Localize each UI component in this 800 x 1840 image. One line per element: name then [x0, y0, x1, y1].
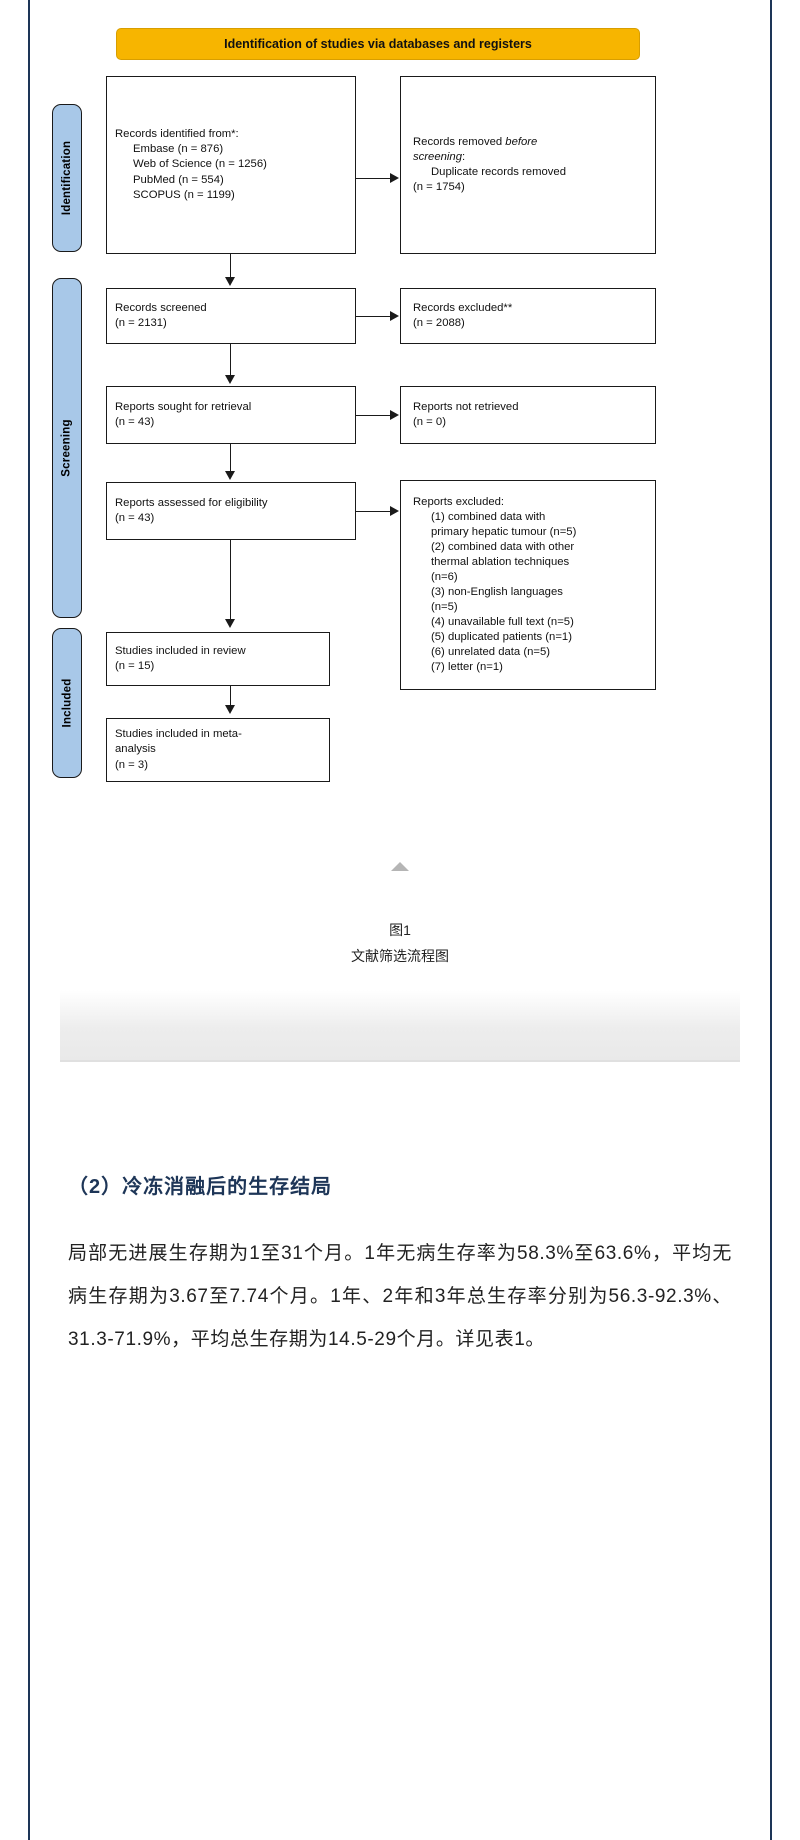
article-body: （2）冷冻消融后的生存结局 局部无进展生存期为1至31个月。1年无病生存率为58…	[30, 1100, 770, 1380]
connector-assessed-to-in-review	[230, 540, 232, 620]
connector-sought-to-assessed	[230, 444, 232, 472]
phase-rail-identification: Identification	[52, 104, 82, 252]
page-rule-right	[770, 0, 772, 1840]
records-removed-line-0: Duplicate records removed	[431, 166, 566, 178]
reports-excluded-reason-10: (7) letter (n=1)	[431, 661, 503, 674]
connector-identified-to-removed	[356, 178, 391, 180]
records-screened-count: (n = 2131)	[115, 317, 167, 329]
prisma-flow-diagram: Identification of studies via databases …	[30, 0, 770, 820]
figure-banner-title: Identification of studies via databases …	[116, 28, 640, 60]
phase-label-included: Included	[61, 678, 74, 728]
figure-caption-text: 文献筛选流程图	[351, 947, 449, 964]
reports-excluded-reason-6: (n=5)	[431, 601, 458, 614]
records-removed-title: Records removed before	[413, 135, 647, 150]
records-removed-line-1: (n = 1754)	[413, 181, 465, 194]
box-reports-assessed: Reports assessed for eligibility (n = 43…	[106, 482, 356, 540]
arrowhead-sought-to-not-retrieved	[390, 409, 399, 420]
box-records-removed: Records removed before screening: Duplic…	[400, 76, 656, 254]
prisma-flow-figure: Identification of studies via databases …	[30, 0, 770, 1062]
box-records-screened: Records screened (n = 2131)	[106, 288, 356, 344]
arrowhead-assessed-to-in-review	[225, 619, 235, 628]
banner-label: Identification of studies via databases …	[224, 37, 532, 51]
reports-sought-title: Reports sought for retrieval	[115, 400, 252, 413]
studies-in-review-title: Studies included in review	[115, 644, 246, 657]
studies-meta-title2: analysis	[115, 743, 156, 756]
reports-excluded-reason-0: (1) combined data with	[431, 511, 546, 524]
connector-screened-to-excluded	[356, 316, 391, 318]
records-identified-source-0: Embase (n = 876)	[133, 143, 224, 156]
reports-not-retrieved-title: Reports not retrieved	[413, 400, 519, 413]
connector-sought-to-not-retrieved	[356, 415, 391, 417]
reports-excluded-reason-4: (n=6)	[431, 571, 458, 584]
connector-review-to-meta	[230, 686, 232, 706]
reports-excluded-reason-2: (2) combined data with other	[431, 541, 575, 554]
phase-rail-screening: Screening	[52, 278, 82, 618]
reports-excluded-reason-3: thermal ablation techniques	[431, 556, 570, 569]
figure-fade-band	[60, 990, 740, 1060]
box-reports-sought: Reports sought for retrieval (n = 43)	[106, 386, 356, 444]
arrowhead-identified-to-screened	[225, 277, 235, 286]
connector-assessed-to-excluded	[356, 511, 391, 513]
studies-meta-title: Studies included in meta-	[115, 728, 242, 741]
arrowhead-screened-to-excluded	[390, 310, 399, 321]
reports-assessed-title: Reports assessed for eligibility	[115, 496, 268, 509]
records-identified-source-1: Web of Science (n = 1256)	[133, 158, 267, 171]
records-removed-title-line2: screening:	[413, 150, 647, 165]
article-paragraph: 局部无进展生存期为1至31个月。1年无病生存率为58.3%至63.6%，平均无病…	[68, 1243, 732, 1350]
box-records-excluded: Records excluded** (n = 2088)	[400, 288, 656, 344]
section-heading: （2）冷冻消融后的生存结局	[68, 1176, 333, 1198]
box-reports-excluded-reasons: Reports excluded: (1) combined data with…	[400, 480, 656, 690]
reports-excluded-reason-8: (5) duplicated patients (n=1)	[431, 631, 572, 644]
reports-assessed-count: (n = 43)	[115, 512, 155, 524]
figure-caption-number: 图1	[389, 922, 411, 938]
arrowhead-screened-to-sought	[225, 375, 235, 384]
figure-caption: 图1 文献筛选流程图	[30, 918, 770, 970]
records-screened-title: Records screened	[115, 301, 207, 314]
arrowhead-assessed-to-excluded	[390, 505, 399, 516]
reports-excluded-reason-5: (3) non-English languages	[431, 586, 563, 599]
records-identified-source-3: SCOPUS (n = 1199)	[133, 188, 235, 201]
phase-rail-included: Included	[52, 628, 82, 778]
figure-fade-divider	[60, 1060, 740, 1062]
box-studies-in-review: Studies included in review (n = 15)	[106, 632, 330, 686]
records-removed-title-a: Records removed	[413, 135, 506, 148]
connector-identified-to-screened	[230, 254, 232, 278]
reports-not-retrieved-count: (n = 0)	[413, 416, 446, 428]
arrowhead-sought-to-assessed	[225, 471, 235, 480]
records-identified-title: Records identified from*:	[115, 128, 239, 141]
records-removed-title-b: before	[505, 135, 538, 148]
phase-label-identification: Identification	[61, 140, 74, 216]
collapse-caret-icon[interactable]	[391, 862, 409, 871]
records-excluded-title: Records excluded**	[413, 301, 513, 314]
reports-excluded-reason-9: (6) unrelated data (n=5)	[431, 646, 551, 659]
reports-excluded-reason-1: primary hepatic tumour (n=5)	[431, 526, 577, 539]
box-reports-not-retrieved: Reports not retrieved (n = 0)	[400, 386, 656, 444]
records-identified-source-2: PubMed (n = 554)	[133, 173, 224, 186]
studies-meta-count: (n = 3)	[115, 758, 148, 771]
studies-in-review-count: (n = 15)	[115, 660, 155, 672]
connector-screened-to-sought	[230, 344, 232, 376]
reports-excluded-reason-7: (4) unavailable full text (n=5)	[431, 616, 574, 629]
phase-label-screening: Screening	[61, 419, 73, 477]
box-studies-in-meta-analysis: Studies included in meta- analysis (n = …	[106, 718, 330, 782]
arrowhead-identified-to-removed	[390, 172, 399, 183]
box-records-identified: Records identified from*: Embase (n = 87…	[106, 76, 356, 254]
page-rule-left	[28, 0, 30, 1840]
reports-excluded-title: Reports excluded:	[413, 496, 505, 508]
reports-sought-count: (n = 43)	[115, 416, 155, 428]
records-excluded-count: (n = 2088)	[413, 317, 465, 329]
records-removed-title-d: :	[461, 150, 466, 163]
records-removed-title-c: screening	[413, 150, 462, 163]
arrowhead-review-to-meta	[225, 705, 235, 714]
